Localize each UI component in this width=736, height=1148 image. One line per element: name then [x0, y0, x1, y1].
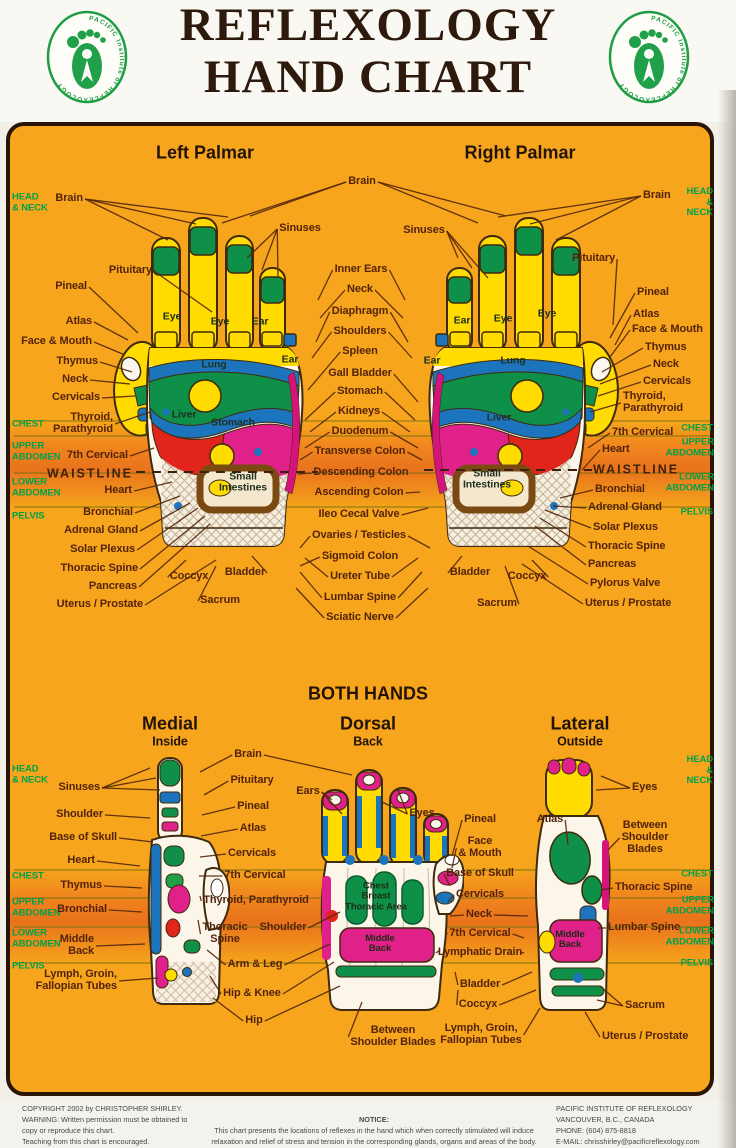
lateral-hand-illustration	[535, 757, 611, 1011]
chart-title-line2: HAND CHART	[203, 50, 533, 103]
notice-text: NOTICE: This chart presents the location…	[196, 1104, 552, 1148]
copyright-text: COPYRIGHT 2002 by CHRISTOPHER SHIRLEY. W…	[22, 1104, 188, 1148]
notice-title: NOTICE:	[359, 1114, 389, 1124]
chart-title-line1: REFLEXOLOGY	[179, 0, 557, 51]
dorsal-hand-illustration	[320, 769, 464, 1011]
chart-footer: COPYRIGHT 2002 by CHRISTOPHER SHIRLEY. W…	[0, 1100, 736, 1148]
page-title: REFLEXOLOGY HAND CHART	[128, 0, 608, 103]
right-palmar-hand-illustration	[428, 217, 619, 547]
scan-edge-shadow	[718, 90, 736, 1148]
institute-logo-icon: PACIFIC Institute of REFLEXOLOGY	[608, 10, 690, 104]
left-palmar-hand-illustration	[113, 217, 304, 547]
medial-hand-illustration	[147, 757, 230, 1005]
notice-body: This chart presents the locations of ref…	[211, 1125, 537, 1148]
chart-header: PACIFIC Institute of REFLEXOLOGY REFLEXO…	[0, 0, 736, 122]
institute-contact-info: PACIFIC INSTITUTE OF REFLEXOLOGY VANCOUV…	[556, 1104, 700, 1148]
institute-logo-icon: PACIFIC Institute of REFLEXOLOGY	[46, 10, 128, 104]
